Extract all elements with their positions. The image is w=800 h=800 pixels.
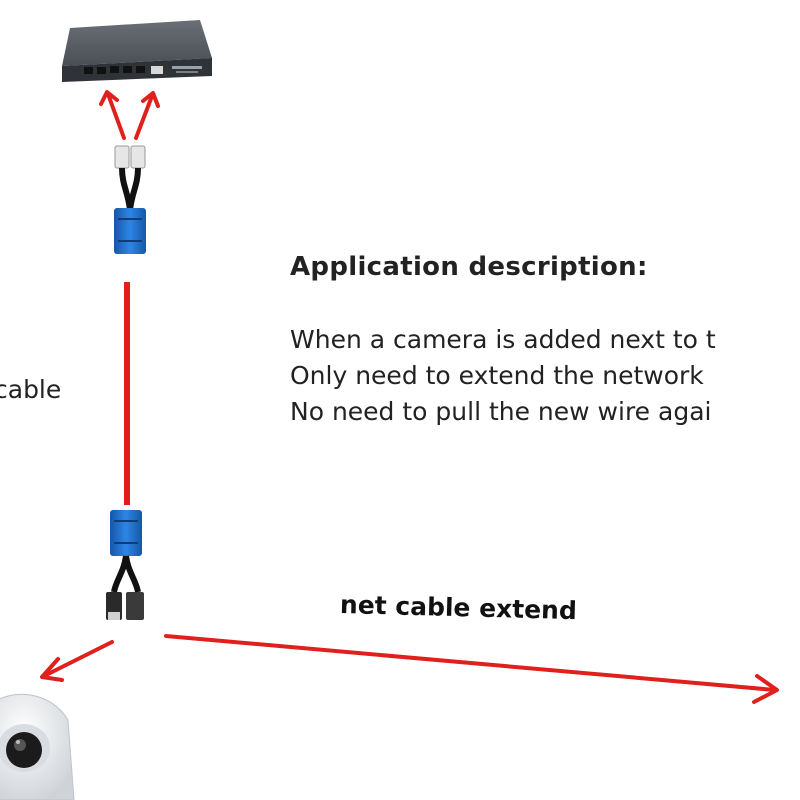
arrow-to-camera — [40, 640, 114, 682]
cable-label: cable — [0, 375, 62, 404]
application-heading: Application description: — [290, 252, 648, 282]
network-switch-icon — [62, 20, 212, 82]
description-line-2: Only need to extend the network — [290, 361, 704, 390]
net-cable-extend-label: net cable extend — [339, 590, 578, 626]
poe-splitter-icon — [106, 510, 144, 620]
arrow-extend — [164, 634, 779, 704]
description-line-3: No need to pull the new wire agai — [290, 397, 712, 426]
dome-camera-icon — [0, 693, 75, 800]
description-line-1: When a camera is added next to t — [290, 325, 716, 354]
arrows-to-switch — [99, 90, 160, 140]
description-block: When a camera is added next to t Only ne… — [290, 322, 716, 430]
poe-splitter-icon — [114, 145, 146, 254]
